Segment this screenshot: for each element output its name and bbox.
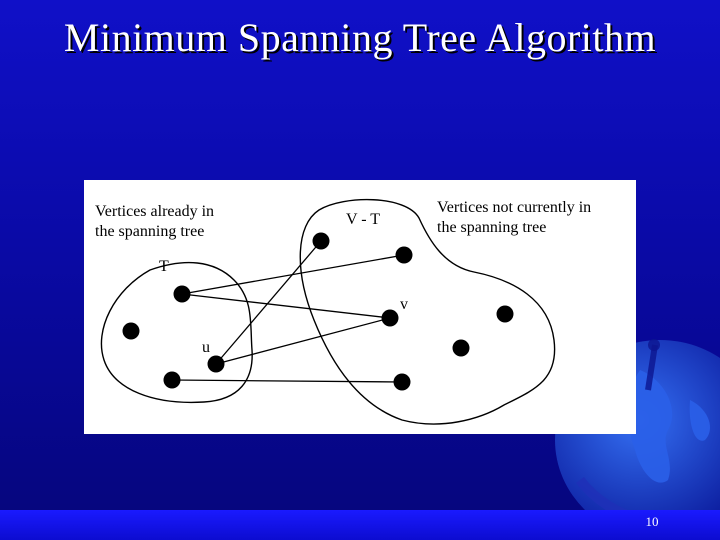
vertex <box>163 371 181 389</box>
vertex-v-label: v <box>400 296 408 313</box>
mst-diagram: Vertices already in the spanning tree Ve… <box>84 180 636 434</box>
edge <box>171 379 403 383</box>
footer-bar <box>0 510 720 540</box>
vertex-u-label: u <box>202 339 210 356</box>
slide-title: Minimum Spanning Tree Algorithm <box>63 15 657 60</box>
set-t-boundary <box>100 261 253 404</box>
vertex-v <box>381 309 399 327</box>
set-vt-boundary <box>299 198 556 425</box>
set-t-label: T <box>159 258 169 275</box>
vertex-u <box>207 355 225 373</box>
mst-graph <box>100 198 556 425</box>
vertex <box>393 373 411 391</box>
edge <box>215 317 391 365</box>
vertex <box>312 232 330 250</box>
page-number: 10 <box>645 514 659 529</box>
set-vt-label: V - T <box>346 211 381 228</box>
vertex <box>452 339 470 357</box>
vertex <box>173 285 191 303</box>
edge <box>215 240 322 365</box>
caption-not-in-tree: Vertices not currently in the spanning t… <box>437 199 592 236</box>
edge <box>181 293 391 319</box>
vertex <box>496 305 514 323</box>
caption-in-tree: Vertices already in the spanning tree <box>95 203 215 240</box>
vertex <box>395 246 413 264</box>
vertex <box>122 322 140 340</box>
